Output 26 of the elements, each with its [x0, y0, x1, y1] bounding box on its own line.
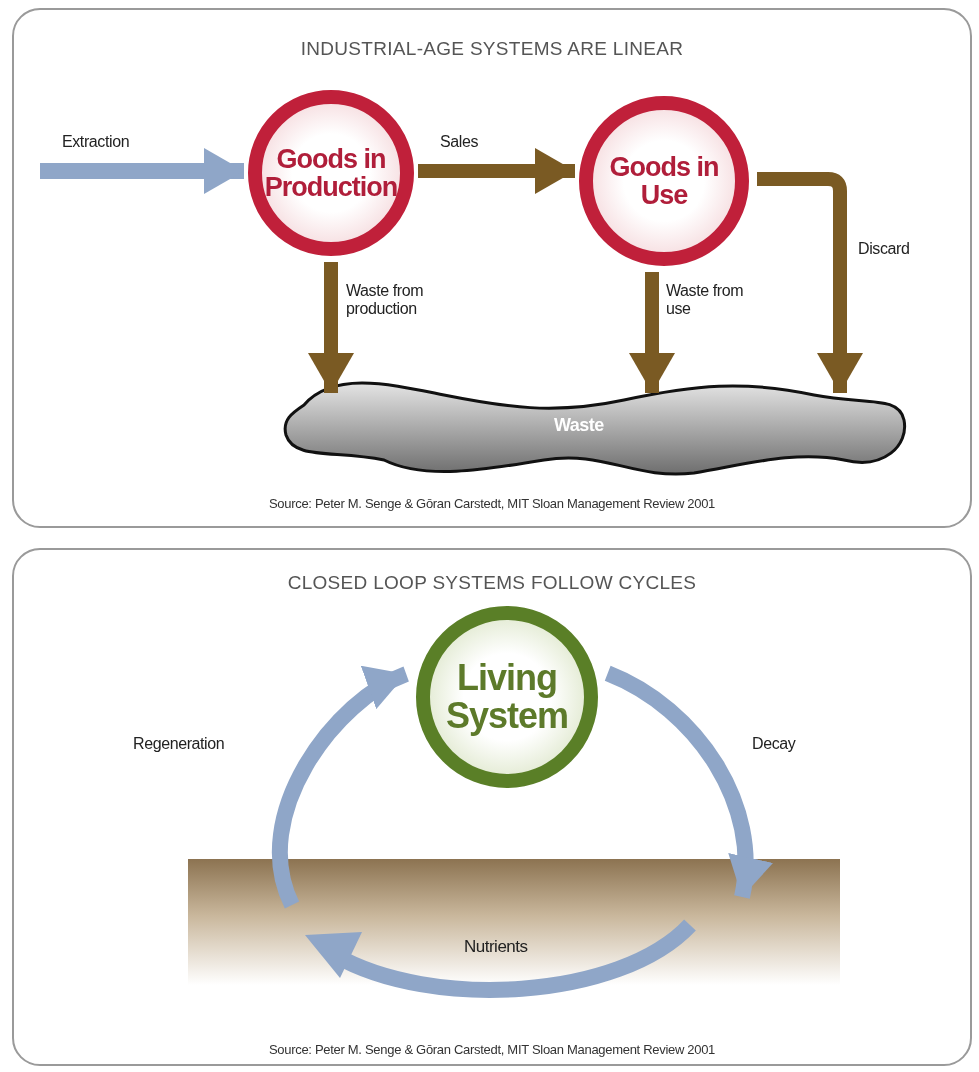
edge-label: Regeneration	[133, 735, 225, 754]
source-note: Source: Peter M. Senge & Gōran Carstedt, MIT Sloan Management Review 2001	[267, 496, 717, 511]
flow-arrow	[418, 148, 575, 194]
flow-arrow	[40, 148, 244, 194]
edge-label: Waste from production	[346, 282, 425, 319]
edge-label: Decay	[752, 735, 796, 754]
panel-card	[12, 548, 972, 1066]
soil-band	[188, 859, 840, 985]
edge-label: Extraction	[62, 133, 130, 152]
flow-arrow	[757, 172, 863, 393]
circle-label: Goods in Use	[608, 152, 720, 210]
flow-arrow	[272, 666, 410, 908]
circle-label: Living System	[444, 659, 570, 735]
cloud-label: Waste	[554, 415, 604, 436]
panel-heading: CLOSED LOOP SYSTEMS FOLLOW CYCLES	[286, 572, 698, 594]
flow-arrow	[629, 272, 675, 393]
flow-arrow	[308, 262, 354, 393]
edge-label: Sales	[440, 133, 479, 152]
edge-label: Discard	[858, 240, 910, 259]
edge-label: Waste from use	[666, 282, 745, 319]
panel-heading: INDUSTRIAL-AGE SYSTEMS ARE LINEAR	[299, 38, 685, 60]
circle-label: Goods in Production	[263, 144, 399, 202]
panel-card	[12, 8, 972, 528]
flow-arrow	[604, 665, 771, 899]
source-note: Source: Peter M. Senge & Gōran Carstedt, MIT Sloan Management Review 2001	[267, 1042, 717, 1057]
soil-label: Nutrients	[464, 937, 528, 957]
